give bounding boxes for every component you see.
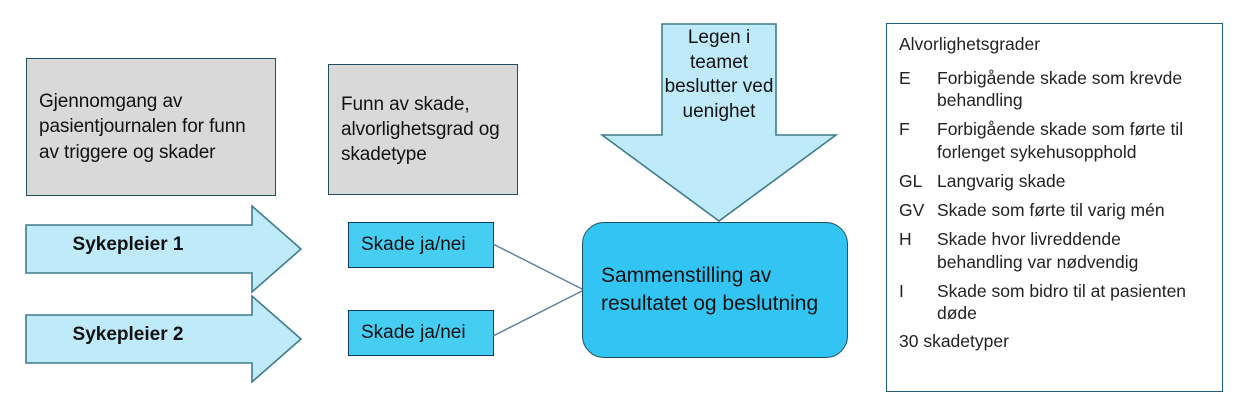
connector-line-bottom [492, 289, 585, 337]
arrow-nurse-2-label: Sykepleier 2 [26, 312, 230, 358]
arrow-nurse-1-text: Sykepleier 1 [72, 234, 184, 255]
connector-line-top [492, 243, 585, 291]
legend-code: I [899, 280, 904, 301]
legend-code: E [899, 68, 911, 88]
arrow-doctor-decides-label: Legen i teamet beslutter ved uenighet [660, 26, 778, 176]
legend-description: Langvarig skade [937, 170, 1066, 191]
arrow-nurse-1-label: Sykepleier 1 [26, 222, 230, 268]
legend-description: Skade som førte til varig mén [937, 200, 1165, 221]
process-box-finding-label: Funn av skade, alvorlighetsgrad og skade… [341, 93, 500, 166]
arrow-doctor-decides-text: Legen i teamet beslutter ved uenighet [664, 27, 774, 123]
decision-box-damage-1: Skade ja/nei [348, 222, 494, 268]
arrow-nurse-2-text: Sykepleier 2 [72, 324, 184, 345]
connector-lines [492, 243, 585, 337]
decision-box-damage-2: Skade ja/nei [348, 310, 494, 356]
process-box-review: Gjennomgang av pasientjournalen for funn… [26, 58, 276, 196]
summary-box: Sammenstilling av resultatet og beslutni… [582, 222, 848, 358]
legend-row: F Forbigående skade som førte til forlen… [899, 118, 1210, 162]
process-box-finding: Funn av skade, alvorlighetsgrad og skade… [328, 64, 518, 195]
decision-box-damage-2-label: Skade ja/nei [361, 322, 466, 343]
decision-box-damage-1-label: Skade ja/nei [361, 234, 466, 255]
legend-row: GV Skade som førte til varig mén [899, 199, 1210, 221]
process-box-review-label: Gjennomgang av pasientjournalen for funn… [39, 91, 246, 163]
legend-description: Skade hvor livreddende behandling var nø… [937, 229, 1139, 272]
legend-code: GL [899, 170, 923, 191]
legend-description: Skade som bidro til at pasienten døde [937, 280, 1187, 323]
legend-title: Alvorlighetsgrader [899, 34, 1041, 54]
legend-code: GV [899, 200, 925, 221]
legend-footer: 30 skadetyper [899, 331, 1009, 352]
summary-box-label: Sammenstilling av resultatet og beslutni… [601, 263, 819, 315]
legend-rows: E Forbigående skade som krevde behandlin… [899, 67, 1210, 324]
legend-code: H [899, 229, 912, 250]
legend-description: Forbigående skade som krevde behandling [937, 68, 1183, 111]
legend-code: F [899, 119, 910, 140]
legend-row: I Skade som bidro til at pasienten døde [899, 280, 1210, 324]
legend-row: H Skade hvor livreddende behandling var … [899, 228, 1210, 272]
legend-panel: Alvorlighetsgrader E Forbigående skade s… [886, 23, 1223, 392]
legend-row: E Forbigående skade som krevde behandlin… [899, 67, 1210, 111]
legend-row: GL Langvarig skade [899, 170, 1210, 192]
legend-description: Forbigående skade som førte til forlenge… [937, 119, 1184, 162]
